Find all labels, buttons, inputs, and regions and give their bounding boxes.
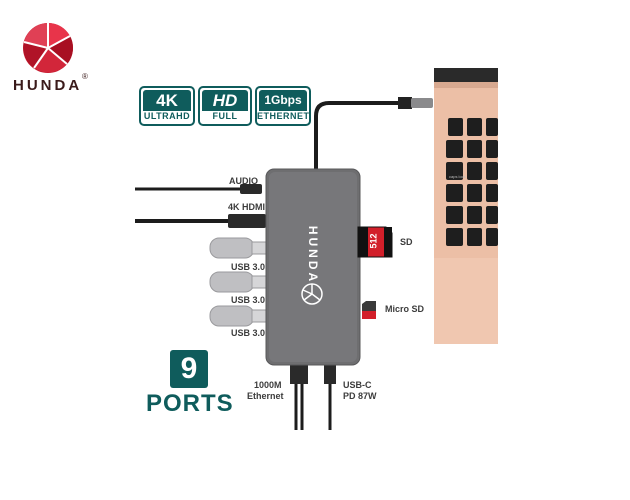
label-ethernet-line1: 1000M [254,380,282,390]
sd-capacity: 512 [368,233,379,249]
hunda-logo-icon [23,22,73,73]
usb-drives [209,237,269,327]
badge-hd-subtitle: FULL [212,111,238,121]
label-usb-1: USB 3.0 [231,262,266,272]
label-microsd: Micro SD [385,304,425,314]
badge-hd-title: HD [202,90,248,111]
badge-ethernet-subtitle: ETHERNET [257,111,310,121]
hub-brand-text: HUNDA [306,225,320,285]
label-usbc-line1: USB-C [343,380,372,390]
badge-hd: HD FULL [198,86,252,126]
microsd-card-icon [362,301,376,319]
laptop-image [434,68,498,344]
badge-4k-title: 4K [143,90,191,111]
label-usbc-line2: PD 87W [343,391,377,401]
label-usb-3: USB 3.0 [231,328,266,338]
ports-count: 9 [170,350,208,388]
badge-ethernet-title: 1Gbps [259,90,307,111]
usb-drive-1-icon [209,237,269,259]
label-audio: AUDIO [229,176,258,186]
label-hdmi: 4K HDMI [228,202,266,212]
hub-body [265,168,361,366]
usb-drive-2-icon [209,271,269,293]
registered-mark: ® [82,72,88,81]
badge-4k: 4K ULTRAHD [139,86,195,126]
brand-name: HUNDA [13,77,83,94]
laptop-key-label: caps lock [449,174,466,179]
label-usb-2: USB 3.0 [231,295,266,305]
badge-4k-subtitle: ULTRAHD [143,111,191,121]
label-ethernet-line2: Ethernet [247,391,284,401]
sd-card-icon [357,226,393,258]
ports-word: PORTS [146,390,234,417]
badge-ethernet: 1Gbps ETHERNET [255,86,311,126]
label-sd: SD [400,237,413,247]
usb-drive-3-icon [209,305,269,327]
